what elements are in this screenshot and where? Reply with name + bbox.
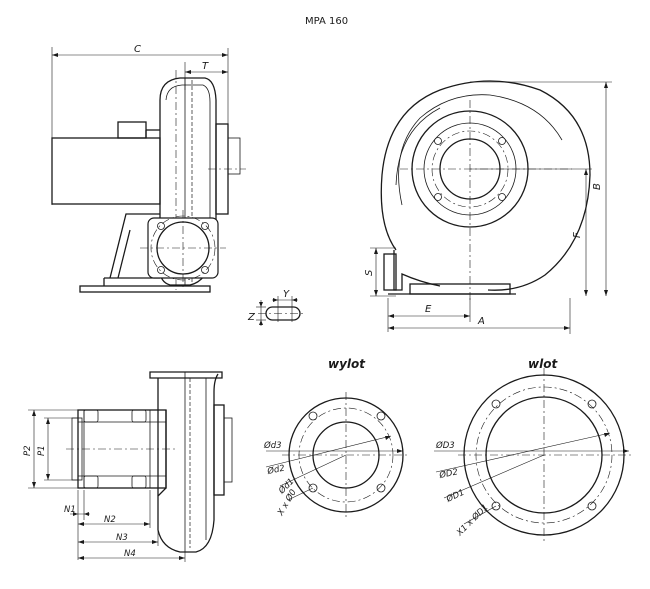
dim-d2-label: Ød2 [265, 463, 285, 478]
dim-n4-label: N4 [124, 549, 136, 559]
dim-e-label: E [425, 304, 432, 315]
inlet-heading: wlot [528, 357, 558, 371]
dim-s-label: S [364, 269, 375, 276]
dim-c-label: C [134, 44, 141, 55]
front-view: B F S [364, 80, 612, 334]
dim-n3-label: N3 [116, 533, 128, 543]
dim-z-label: Z [247, 312, 256, 323]
slot-detail: Y Z [247, 289, 306, 326]
inlet-flange-view: wlot ØD3 ØD2 ØD1 X1 x ØD1 [434, 357, 632, 542]
dim-b-label: B [592, 183, 603, 190]
dim-x01-label: X1 x ØD1 [454, 502, 491, 539]
outlet-flange-view: wylot Ød3 Ød2 Ød1 X x Ø0 [263, 357, 410, 518]
dim-d3-label: Ød3 [263, 440, 282, 451]
dim-n2-label: N2 [104, 515, 116, 525]
outlet-heading: wylot [328, 357, 366, 371]
top-view: P2 P1 N1 [23, 371, 233, 562]
dim-a-label: A [477, 316, 485, 327]
dim-d3-upper-label: ØD3 [435, 440, 455, 451]
dim-x0-label: X x Ø0 [275, 487, 299, 518]
dim-f-label: F [572, 232, 583, 238]
dim-t-label: T [202, 61, 209, 72]
dim-d2-upper-label: ØD2 [437, 466, 459, 481]
side-view: C T [51, 44, 246, 293]
dim-p1-label: P1 [37, 445, 47, 456]
drawing-title: MPA 160 [305, 16, 348, 27]
dim-n1-label: N1 [64, 505, 76, 515]
dim-p2-label: P2 [23, 445, 33, 456]
dim-y-label: Y [283, 289, 290, 300]
